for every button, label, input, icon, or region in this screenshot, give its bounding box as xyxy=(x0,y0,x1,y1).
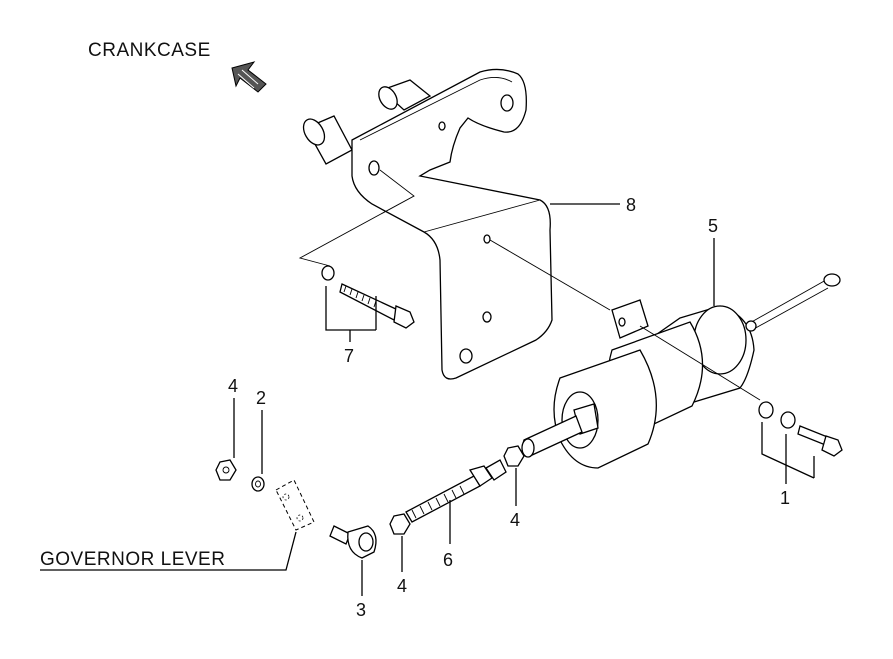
callout-7: 7 xyxy=(344,346,354,366)
callout-5: 5 xyxy=(708,216,718,236)
callout-6: 6 xyxy=(443,550,453,570)
callout-3: 3 xyxy=(356,600,366,620)
rod-6 xyxy=(405,459,507,523)
callout-8: 8 xyxy=(626,195,636,215)
callout-2: 2 xyxy=(256,388,266,408)
nut-4b xyxy=(389,513,411,535)
callout-4a: 4 xyxy=(228,376,238,396)
solenoid-5 xyxy=(521,273,841,469)
callout-1: 1 xyxy=(780,488,790,508)
nut-4c xyxy=(503,445,525,467)
bolt-1 xyxy=(758,401,843,457)
washer-2 xyxy=(251,476,265,492)
governor-lever xyxy=(275,479,315,531)
callout-4b: 4 xyxy=(397,576,407,596)
arrow-icon xyxy=(231,61,267,93)
governor-lever-label: GOVERNOR LEVER xyxy=(40,549,225,570)
callout-4c: 4 xyxy=(510,510,520,530)
crankcase-label: CRANKCASE xyxy=(88,40,211,61)
mounting-bracket xyxy=(302,68,553,380)
ball-joint-3 xyxy=(329,525,377,559)
nut-4a xyxy=(215,459,237,481)
bolt-7 xyxy=(321,265,415,329)
